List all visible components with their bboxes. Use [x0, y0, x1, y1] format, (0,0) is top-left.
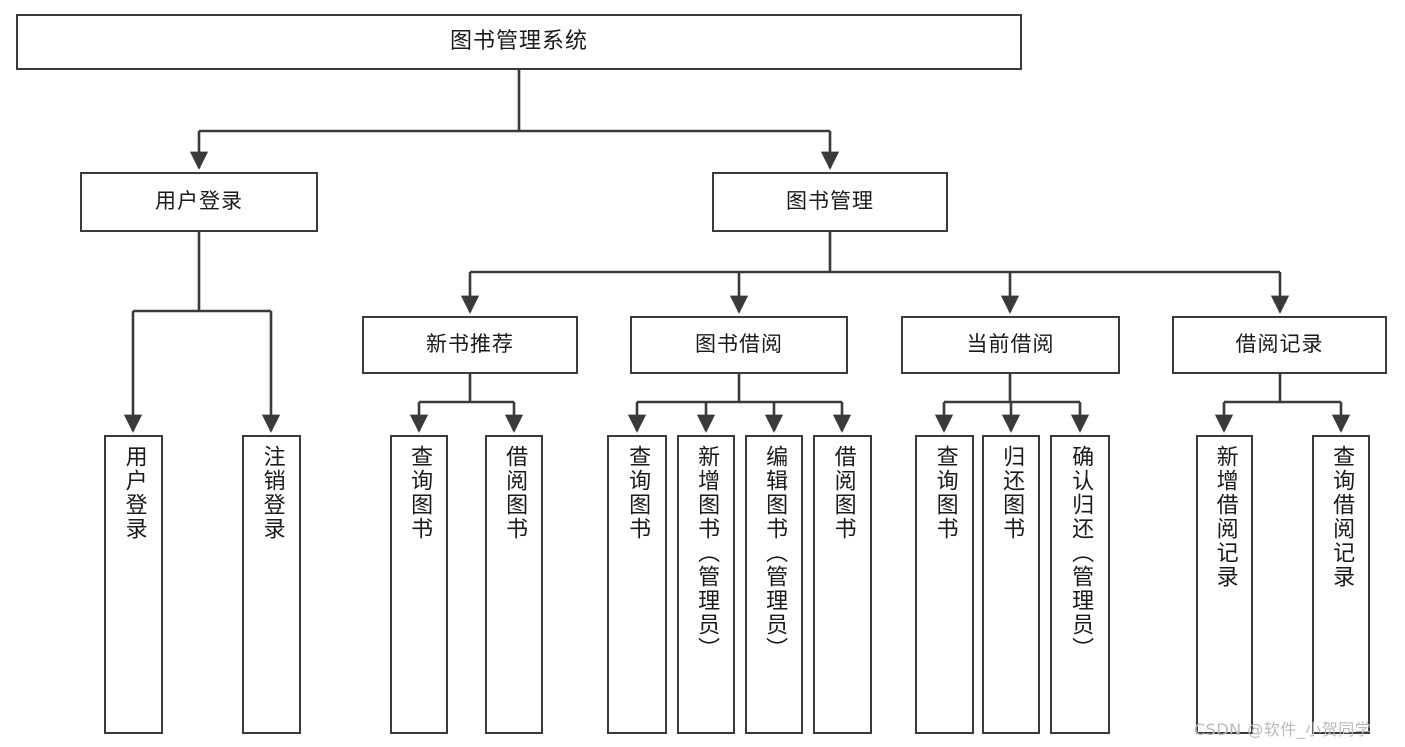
node-label: 用户登录	[155, 189, 243, 214]
csdn-watermark: CSDN @软件_小贺同学	[1194, 720, 1372, 739]
node-label: 确认归还（管理员）	[1068, 445, 1094, 661]
node-label: 查询图书	[625, 445, 651, 541]
node-leaf-borrow-book-1[interactable]: 借阅图书	[485, 435, 543, 734]
node-current-borrow[interactable]: 当前借阅	[901, 316, 1120, 374]
node-label: 借阅图书	[830, 445, 856, 541]
node-leaf-logout-login[interactable]: 注销登录	[242, 435, 301, 734]
node-label: 编辑图书（管理员）	[762, 445, 788, 661]
node-leaf-borrow-book-2[interactable]: 借阅图书	[813, 435, 872, 734]
node-label: 图书管理系统	[449, 28, 588, 54]
node-leaf-query-record[interactable]: 查询借阅记录	[1312, 435, 1370, 734]
node-leaf-edit-book[interactable]: 编辑图书（管理员）	[745, 435, 803, 734]
node-leaf-confirm-return[interactable]: 确认归还（管理员）	[1050, 435, 1110, 734]
node-label: 借阅图书	[502, 445, 528, 541]
node-label: 新书推荐	[426, 332, 514, 357]
node-label: 图书管理	[786, 189, 874, 214]
node-root-book-management-system[interactable]: 图书管理系统	[16, 14, 1022, 70]
node-label: 新增借阅记录	[1212, 445, 1238, 589]
node-label: 查询借阅记录	[1329, 445, 1355, 589]
node-new-book-recommend[interactable]: 新书推荐	[362, 316, 578, 374]
node-label: 归还图书	[999, 445, 1025, 541]
node-leaf-return-book[interactable]: 归还图书	[982, 435, 1040, 734]
node-leaf-user-login[interactable]: 用户登录	[104, 435, 163, 734]
node-leaf-add-book[interactable]: 新增图书（管理员）	[677, 435, 735, 734]
node-borrow-record[interactable]: 借阅记录	[1172, 316, 1387, 374]
node-leaf-query-book-2[interactable]: 查询图书	[607, 435, 667, 734]
node-label: 用户登录	[121, 445, 147, 541]
node-label: 查询图书	[932, 445, 958, 541]
node-leaf-add-record[interactable]: 新增借阅记录	[1196, 435, 1253, 734]
node-label: 注销登录	[259, 445, 285, 541]
node-leaf-query-book-3[interactable]: 查询图书	[915, 435, 974, 734]
node-label: 借阅记录	[1235, 332, 1324, 357]
node-user-login[interactable]: 用户登录	[80, 172, 318, 232]
node-leaf-query-book-1[interactable]: 查询图书	[390, 435, 448, 734]
node-label: 查询图书	[407, 445, 433, 541]
node-label: 当前借阅	[966, 332, 1055, 357]
node-label: 新增图书（管理员）	[694, 445, 720, 661]
node-label: 图书借阅	[695, 332, 783, 357]
node-book-manage[interactable]: 图书管理	[712, 172, 948, 232]
node-book-borrow[interactable]: 图书借阅	[630, 316, 848, 374]
